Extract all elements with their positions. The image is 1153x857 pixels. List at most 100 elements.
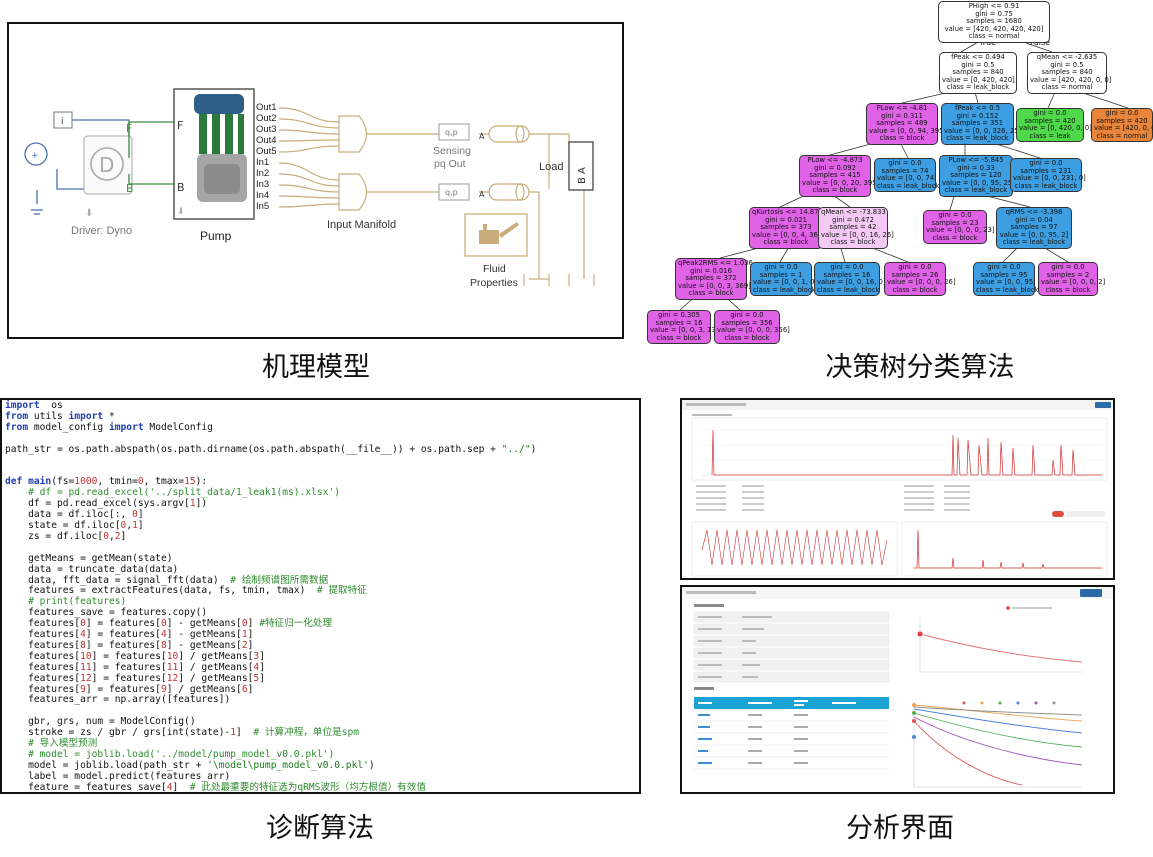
tree-node-line: samples = 95 (980, 270, 1028, 279)
code-token: data = truncate_data(data) (5, 563, 179, 575)
svg-text:B: B (126, 182, 134, 195)
code-token: 5 (253, 672, 260, 684)
code-line: data, fft_data = signal_fft(data) # 绘制频谱… (5, 574, 536, 587)
tree-node-line: value = [0, 420, 420] (942, 75, 1015, 84)
code-token: label = model.predict(features_arr) (5, 770, 231, 782)
svg-text:A: A (479, 190, 485, 199)
tree-node-line: class = block (812, 186, 858, 195)
code-token: ] = features[ (91, 650, 167, 662)
tree-node-line: class = block (892, 285, 938, 294)
code-token: 11 (166, 661, 179, 673)
mechanism-model-diagram: + i D ⬇ Driver: Dyno F B F B ⬇ Pump (24, 88, 595, 289)
code-token: # 此处最重要的特征选为qRMS波形（均方根值）有效值 (189, 781, 426, 793)
tree-node-line: value = [0, 0, 3, 369] (678, 281, 751, 290)
code-token: getMeans = getMean(state) (5, 552, 173, 564)
code-token: (fs= (51, 476, 75, 488)
code-token: features[ (5, 639, 81, 651)
code-line: getMeans = getMean(state) (5, 552, 536, 565)
code-token: ] (247, 639, 254, 651)
svg-text:+: + (31, 151, 39, 161)
code-token: 1 (230, 727, 237, 739)
code-line: features[11] = features[11] / getMeans[4… (5, 661, 536, 674)
code-line: stroke = zs / gbr / grs[int(state)-1] # … (5, 727, 536, 739)
code-token: ] - getMeans[ (166, 618, 242, 630)
tree-node-line: samples = 2 (1046, 270, 1090, 279)
code-line: path_str = os.path.abspath(os.path.dirna… (5, 443, 536, 456)
code-token: 0 (120, 519, 127, 531)
tree-node-line: gini = 0.0 (1033, 109, 1067, 117)
code-token: stroke = zs / gbr / grs[int(state)- (5, 727, 231, 739)
code-token: ] (137, 509, 144, 521)
code-token: ] / getMeans[ (166, 683, 242, 695)
tree-node-line: class = normal (1041, 83, 1093, 92)
code-line: # model = joblib.load('../model/pump_mod… (5, 749, 536, 761)
tree-node-line: gini = 0.0 (938, 211, 972, 219)
analysis-screen-top (680, 398, 1115, 580)
code-token: 1 (241, 629, 248, 641)
analysis-screen-bottom-content (682, 587, 1113, 788)
code-token: ] (259, 661, 265, 673)
code-token: ] = features[ (85, 639, 161, 651)
code-token: ] (172, 781, 190, 793)
code-line: features_arr = np.array([features]) (5, 695, 536, 706)
mechanism-model-panel: + i D ⬇ Driver: Dyno F B F B ⬇ Pump (7, 22, 624, 339)
tree-node-line: gini = 0.0 (888, 159, 922, 167)
code-token: # print(features) (5, 596, 127, 608)
tree-node-line: samples = 16 (655, 318, 703, 327)
code-line: features_save = features.copy() (5, 607, 536, 619)
code-token: features[ (5, 629, 81, 641)
code-token: 2 (114, 530, 121, 542)
code-token: 1 (132, 519, 138, 531)
svg-text:In3: In3 (256, 179, 269, 190)
code-line: state = df.iloc[0,1] (5, 519, 536, 532)
tree-node-line: qMean <= -2.635 (1036, 53, 1098, 61)
tree-node-line: class = leak_block (1002, 238, 1066, 247)
code-line: # df = pd.read_excel('../split_data/1_le… (5, 487, 536, 499)
code-token: 6 (241, 683, 248, 695)
dyno-arrow-icon: ⬇ (85, 208, 93, 219)
current-sensor-block (53, 111, 73, 129)
code-line: model = joblib.load(path_str + '\model\p… (5, 760, 536, 772)
tree-node-line: value = [0, 0, 16, 26] (821, 230, 894, 239)
code-line: # 导入模型预测 (5, 738, 536, 750)
tree-node-line: value = [0, 0, 0, 26] (887, 278, 956, 287)
tree-node-line: class = block (763, 238, 809, 247)
tree-node-line: qRMS <= -3.398 (1005, 208, 1063, 216)
tree-node-line: samples = 16 (823, 270, 871, 279)
code-token: state = df.iloc[ (5, 519, 121, 531)
code-token: data, fft_data = signal_fft(data) (5, 574, 231, 586)
tree-node-line: value = [0, 0, 74, 0] (877, 174, 946, 183)
code-line: features[12] = features[12] / getMeans[5… (5, 672, 536, 685)
code-token: ] (120, 530, 127, 542)
current-sensor-label: i (61, 117, 64, 127)
caption-diagnosis: 诊断算法 (266, 813, 374, 844)
code-line: # print(features) (5, 596, 536, 608)
tree-node-line: class = block (656, 333, 702, 342)
tree-node-line: samples = 1680 (966, 17, 1022, 26)
code-token: ] (259, 650, 265, 662)
code-line: features[4] = features[4] - getMeans[1] (5, 629, 536, 641)
current-source-icon (24, 142, 48, 166)
code-token: features_arr = np.array([features]) (5, 694, 231, 706)
svg-text:B: B (177, 181, 185, 194)
code-token: ] / getMeans[ (178, 672, 254, 684)
tree-node-line: gini = 0.75 (975, 9, 1013, 18)
dyno-label: Driver: Dyno (71, 225, 132, 237)
code-token: 1 (189, 498, 196, 510)
code-token: feature = features_save[ (5, 781, 167, 793)
svg-text:Out3: Out3 (256, 124, 277, 135)
tree-node-line: qPeak2RMS <= 1.036 (678, 259, 753, 267)
code-token: # 计算冲程，单位是spm (253, 727, 360, 739)
tree-node-line: samples = 351 (951, 119, 1004, 128)
code-token: "../" (501, 443, 531, 455)
svg-text:A: A (479, 132, 485, 141)
svg-text:B A: B A (577, 167, 588, 184)
tree-node-line: class = leak_block (877, 181, 940, 190)
